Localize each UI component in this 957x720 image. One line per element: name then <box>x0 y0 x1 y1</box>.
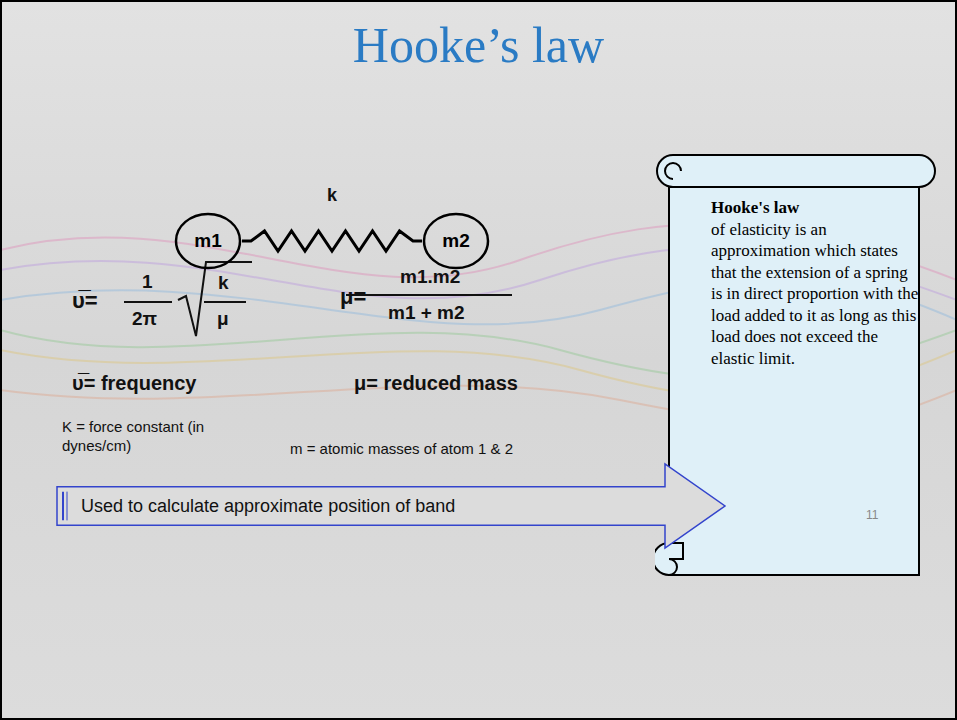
arrow-outline <box>57 464 725 548</box>
formula-term: m1.m2 <box>400 266 460 288</box>
variable-definition: μ= reduced mass <box>354 372 518 395</box>
formula-term: m1 + m2 <box>388 302 465 324</box>
formula-strokes <box>124 262 512 336</box>
scroll-heading: Hooke's law <box>711 197 923 219</box>
formula-number: 1 <box>142 271 153 293</box>
slide-number: 11 <box>866 508 878 522</box>
arrow-bar <box>67 492 68 521</box>
formula-symbol: k <box>218 272 229 294</box>
mass-circle: m2 <box>422 212 490 270</box>
variable-definition: m = atomic masses of atom 1 & 2 <box>290 440 513 457</box>
variable-definition: K = force constant (in dynes/cm) <box>62 418 212 456</box>
scroll-bottom-roll <box>655 543 683 575</box>
spring-constant-label: k <box>327 185 337 206</box>
formula-number: 2π <box>132 308 157 330</box>
arrow-bar <box>62 492 64 521</box>
formula-symbol: μ <box>217 308 229 330</box>
spring-connector <box>242 231 422 251</box>
slide-title: Hooke’s law <box>0 16 957 74</box>
mass-circle: m1 <box>174 212 242 270</box>
formula-symbol: μ= <box>340 284 366 310</box>
node-label: Used to calculate approximate position o… <box>81 496 455 517</box>
node-label: m1 <box>174 230 242 252</box>
scroll-curl <box>665 163 681 179</box>
formula-symbol: υ̅= <box>72 288 98 314</box>
usage-arrow: Used to calculate approximate position o… <box>55 462 727 550</box>
node-label: m2 <box>422 230 490 252</box>
variable-definition: υ̅= frequency <box>72 372 196 395</box>
scroll-body: of elasticity is an approximation which … <box>711 219 923 370</box>
scroll-top-roll <box>657 155 935 187</box>
